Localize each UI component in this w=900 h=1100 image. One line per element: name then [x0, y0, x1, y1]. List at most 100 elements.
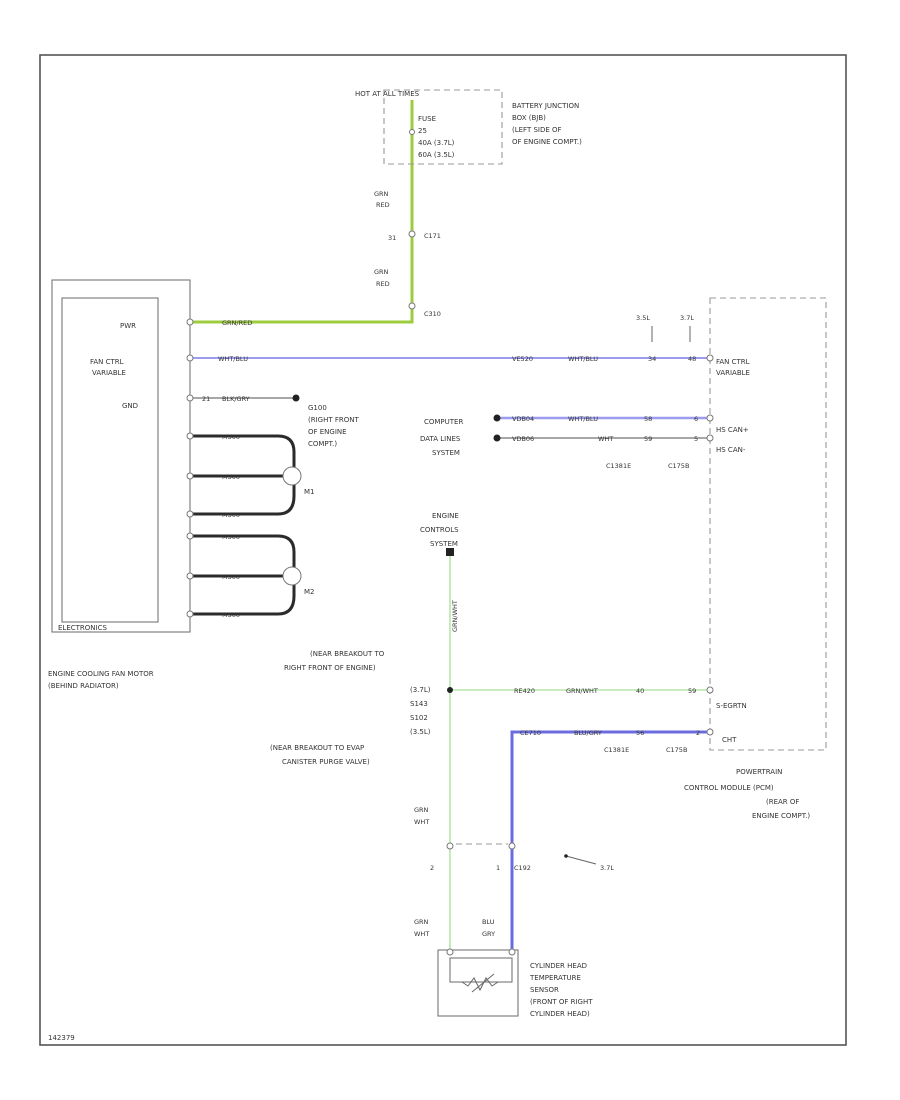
power-wire-color: GRN/RED	[222, 319, 252, 327]
sensor-name-3: SENSOR	[530, 986, 559, 994]
cht-circuit: CE710	[520, 729, 541, 737]
pin-gnd: GND	[122, 402, 138, 410]
diagram-id: 142379	[48, 1034, 75, 1042]
splice-id-3: S102	[410, 714, 428, 722]
grn-label: GRN	[374, 190, 389, 198]
motor-m1-symbol	[282, 466, 302, 486]
c192-engine-arrow	[565, 855, 597, 865]
pwm-circuit: VE520	[512, 355, 533, 363]
data-lines-label-2: DATA LINES	[420, 435, 461, 443]
can-low-circuit: VDB06	[512, 435, 534, 443]
m300-label-1: M300	[222, 433, 240, 441]
g100-label-1: G100	[308, 404, 327, 412]
conn-c175b-upper: C175B	[668, 462, 689, 470]
sensor-pin-right	[508, 948, 516, 956]
pcm-pin-cht	[706, 728, 714, 736]
can-high-origin	[493, 414, 501, 422]
c192-pin-2: 2	[430, 864, 434, 872]
pwm-pin-b: 48	[688, 355, 696, 363]
bjb-label-4: OF ENGINE COMPT.)	[512, 138, 582, 146]
fan-pin-gnd	[186, 394, 194, 402]
fan-pin-ctrl	[186, 354, 194, 362]
pwm-wire-color-left: WHT/BLU	[218, 355, 248, 363]
gw-label-lower-1: GRN	[414, 918, 429, 926]
ground-wire-color: BLK/GRY	[222, 395, 250, 403]
ground-point	[292, 394, 300, 402]
pcm-pin-ctrl	[706, 354, 714, 362]
electronics-label: ELECTRONICS	[58, 624, 107, 632]
ecs-label-1: ENGINE	[432, 512, 459, 520]
pcm-name-4: ENGINE COMPT.)	[752, 812, 810, 820]
pcm-pin-hs-can-minus: HS CAN-	[716, 446, 746, 454]
c192-pin-1: 1	[496, 864, 500, 872]
bjb-label-1: BATTERY JUNCTION	[512, 102, 579, 110]
cht-pin-a: 56	[636, 729, 644, 737]
can-low-pin-b: 5	[694, 435, 698, 443]
pcm-pin-can-hi	[706, 414, 714, 422]
motor-m1-label: M1	[304, 488, 315, 496]
gw-label-upper-2: WHT	[414, 818, 429, 826]
gw-label-lower-2: WHT	[414, 930, 429, 938]
cht-signal-wire	[510, 730, 710, 950]
can-low-origin	[493, 434, 501, 442]
sensor-name-2: TEMPERATURE	[529, 974, 581, 982]
hot-title: HOT AT ALL TIMES	[355, 90, 420, 98]
c310-label: C310	[424, 310, 441, 318]
m300-label-2: M300	[222, 473, 240, 481]
pcm-pin-s-egrtn: S-EGRTN	[716, 702, 747, 710]
splice-note-top-2: RIGHT FRONT OF ENGINE)	[284, 664, 376, 672]
fan-motor-name-2: (BEHIND RADIATOR)	[48, 682, 119, 690]
pcm-pin-can-lo	[706, 434, 714, 442]
thermistor-symbol	[461, 973, 499, 993]
conn-c1381e-lower: C1381E	[604, 746, 629, 754]
motor-m2-wires	[190, 534, 296, 616]
cht-color: BLU/GRY	[574, 729, 602, 737]
splice-note-bottom-2: CANISTER PURGE VALVE)	[282, 758, 370, 766]
power-wire	[190, 100, 414, 324]
fuse-number: 25	[418, 127, 427, 135]
return-color: GRN/WHT	[566, 687, 598, 695]
fan-pin-m2c	[186, 610, 194, 618]
fan-pin-m2b	[186, 572, 194, 580]
pin-variable: VARIABLE	[92, 369, 126, 377]
pcm-pin-segrtn	[706, 686, 714, 694]
ground-pin: 21	[202, 395, 210, 403]
fan-pin-m1c	[186, 510, 194, 518]
splice-note-bottom-1: (NEAR BREAKOUT TO EVAP	[270, 744, 364, 752]
conn-c175b-lower: C175B	[666, 746, 687, 754]
can-low-pin-a: 59	[644, 435, 652, 443]
fuse-terminal	[409, 129, 415, 135]
fuse-rating-a: 40A (3.7L)	[418, 139, 455, 147]
ecs-label-3: SYSTEM	[430, 540, 458, 548]
g100-label-4: COMPT.)	[308, 440, 337, 448]
fuse-label: FUSE	[418, 115, 436, 123]
pcm-name-1: POWERTRAIN	[736, 768, 782, 776]
pwm-pin-a: 34	[648, 355, 656, 363]
conn-c1381e-upper: C1381E	[606, 462, 631, 470]
c171-terminal	[408, 230, 416, 238]
c310-terminal	[408, 302, 416, 310]
m300-label-5: M300	[222, 573, 240, 581]
pcm-name-3: (REAR OF	[766, 798, 799, 806]
pin-pwr: PWR	[120, 322, 136, 330]
pcm-name-2: CONTROL MODULE (PCM)	[684, 784, 774, 792]
splice-id-1: (3.7L)	[410, 686, 431, 694]
can-high-circuit: VDB04	[512, 415, 534, 423]
pcm-engine-35: 3.5L	[636, 314, 650, 322]
sensor-return-wire	[449, 552, 710, 950]
ecs-reference-mark	[446, 548, 454, 556]
fan-pin-m1a	[186, 432, 194, 440]
red-label: RED	[376, 201, 390, 209]
cht-sensor-outer-box	[437, 949, 519, 1017]
fan-motor-name-1: ENGINE COOLING FAN MOTOR	[48, 670, 154, 678]
m300-label-3: M300	[222, 511, 240, 519]
fan-pin-pwr	[186, 318, 194, 326]
fan-pin-m2a	[186, 532, 194, 540]
splice-point	[447, 687, 453, 693]
bg-label-1: BLU	[482, 918, 495, 926]
c171-label: C171	[424, 232, 441, 240]
diagram-frame	[39, 54, 847, 1046]
motor-m1-wires	[190, 434, 296, 516]
pcm-engine-ticks	[651, 326, 691, 342]
